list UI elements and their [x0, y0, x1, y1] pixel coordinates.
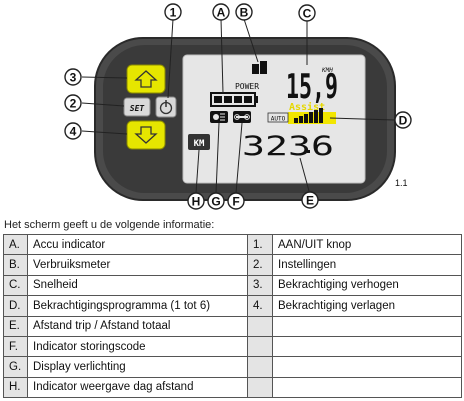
power-button[interactable] [155, 96, 177, 118]
legend-key: C. [3, 274, 28, 297]
legend-key: B. [3, 254, 28, 276]
set-label: SET [130, 104, 146, 113]
callout-C: C [298, 4, 316, 22]
power-label: POWER [235, 82, 259, 91]
legend-key2 [247, 315, 273, 337]
legend-key2: 1. [247, 233, 273, 256]
legend-key: E. [3, 315, 28, 337]
auto-label: AUTO [271, 116, 286, 123]
svg-text:A: A [217, 6, 226, 20]
legend-label2 [272, 315, 462, 337]
legend-row: E.Afstand trip / Afstand totaal [3, 315, 462, 337]
legend-key: F. [3, 335, 28, 358]
legend-label: Bekrachtigingsprogramma (1 tot 6) [27, 295, 248, 317]
display-diagram: SET KM POWER 15,9 KMH Assist [64, 3, 412, 210]
callout-A: A [212, 3, 230, 21]
legend-label: Display verlichting [27, 356, 248, 378]
legend-label2: Instellingen [272, 254, 462, 276]
svg-text:E: E [306, 194, 314, 208]
distance-value: 3236 [242, 131, 334, 162]
callout-4: 4 [64, 122, 82, 140]
arrow-up-icon [134, 70, 158, 88]
legend-key2: 2. [247, 254, 273, 276]
legend-key2 [247, 356, 273, 378]
speed-value: 15,9 [286, 67, 338, 107]
legend-label: Snelheid [27, 274, 248, 297]
legend-label2 [272, 376, 462, 399]
legend-label2 [272, 356, 462, 378]
legend-label: Accu indicator [27, 233, 248, 256]
callout-D: D [394, 111, 412, 129]
legend-key2: 3. [247, 274, 273, 297]
km-button[interactable]: KM [188, 134, 210, 150]
legend-key: A. [3, 233, 28, 256]
legend-key2 [247, 335, 273, 358]
svg-text:G: G [211, 195, 220, 209]
svg-text:H: H [192, 195, 201, 209]
assist-down-button[interactable] [126, 120, 166, 150]
power-meter: POWER [235, 61, 267, 91]
svg-text:4: 4 [70, 125, 77, 139]
legend-row: D.Bekrachtigingsprogramma (1 tot 6)4.Bek… [3, 295, 462, 317]
light-icon [210, 111, 228, 123]
legend-key: H. [3, 376, 28, 399]
svg-text:F: F [232, 195, 239, 209]
callout-1: 1 [164, 3, 182, 21]
assist-up-button[interactable] [126, 64, 166, 94]
legend-label2: AAN/UIT knop [272, 233, 462, 256]
callout-B: B [235, 3, 253, 21]
legend-label: Indicator weergave dag afstand [27, 376, 248, 399]
svg-text:1: 1 [170, 6, 177, 20]
legend-label2 [272, 335, 462, 358]
svg-text:B: B [240, 6, 249, 20]
callout-G: G [207, 192, 225, 210]
legend-label: Verbruiksmeter [27, 254, 248, 276]
legend-key: D. [3, 295, 28, 317]
settings-button[interactable]: SET [123, 97, 151, 117]
assist-level-bars [288, 108, 336, 124]
callout-F: F [227, 192, 245, 210]
power-icon [159, 100, 173, 115]
wrench-icon [233, 111, 251, 123]
legend-key2: 4. [247, 295, 273, 317]
legend-row: G.Display verlichting [3, 356, 462, 378]
legend-row: F.Indicator storingscode [3, 335, 462, 358]
callout-3: 3 [64, 68, 82, 86]
callout-2: 2 [64, 94, 82, 112]
svg-text:2: 2 [70, 97, 77, 111]
intro-text: Het scherm geeft u de volgende informati… [4, 219, 215, 231]
legend-row: H.Indicator weergave dag afstand [3, 376, 462, 399]
svg-text:D: D [399, 114, 408, 128]
legend-key: G. [3, 356, 28, 378]
legend-key2 [247, 376, 273, 399]
legend-label: Indicator storingscode [27, 335, 248, 358]
svg-text:3: 3 [70, 71, 77, 85]
legend-label2: Bekrachtiging verhogen [272, 274, 462, 297]
battery-indicator [210, 92, 258, 107]
speed-unit: KMH [321, 67, 333, 74]
legend-label: Afstand trip / Afstand totaal [27, 315, 248, 337]
callout-H: H [187, 192, 205, 210]
figure-number: 1.1 [395, 178, 408, 188]
svg-text:C: C [303, 7, 312, 21]
km-label: KM [194, 139, 205, 149]
callout-E: E [301, 191, 319, 209]
legend-label2: Bekrachtiging verlagen [272, 295, 462, 317]
arrow-down-icon [134, 126, 158, 144]
